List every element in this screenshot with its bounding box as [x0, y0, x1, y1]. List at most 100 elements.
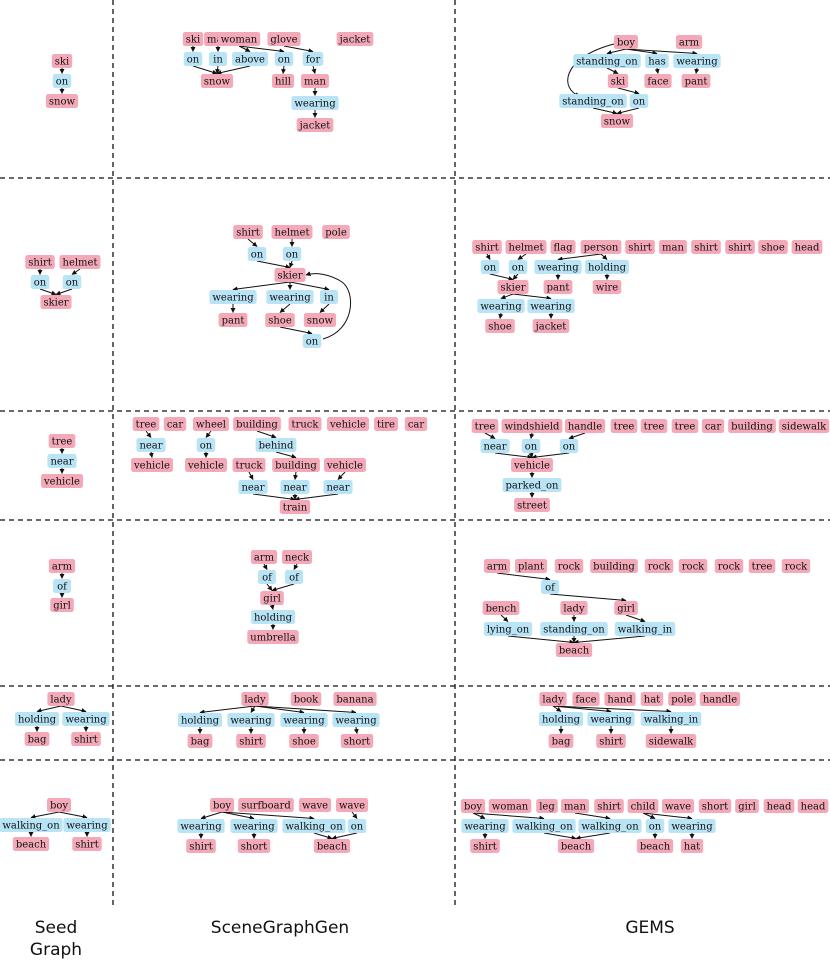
object-node: arm [250, 550, 278, 564]
node-box [763, 799, 795, 813]
node-label: of [57, 582, 68, 593]
object-node: skier [497, 280, 529, 294]
node-label: on [66, 278, 79, 289]
object-node: glove [267, 32, 301, 46]
relation-node: standing_on [540, 622, 608, 636]
node-box [604, 692, 636, 706]
object-node: tree [132, 417, 160, 431]
node-label: handle [703, 695, 737, 706]
object-node: shirt [691, 240, 721, 254]
node-label: wire [596, 283, 619, 294]
node-box [701, 419, 725, 433]
relation-node: has [645, 54, 669, 68]
column-header-3: GEMS [625, 918, 674, 938]
node-label: truck [236, 461, 264, 472]
node-label: standing_on [576, 57, 638, 68]
nodes: skimanwomanglovejacketoninaboveonforsnow… [182, 32, 374, 132]
object-node: beach [313, 839, 351, 853]
node-label: wearing [464, 822, 506, 833]
node-box [274, 268, 306, 282]
node-label: surfboard [241, 801, 291, 812]
relation-node: on [274, 52, 294, 66]
node-label: near [326, 483, 349, 494]
node-label: vehicle [329, 420, 366, 431]
node-label: holding [542, 715, 581, 726]
node-label: walking_on [581, 822, 639, 833]
node-label: train [283, 503, 308, 514]
object-node: person [580, 240, 622, 254]
node-box [483, 559, 511, 573]
node-label: umbrella [250, 633, 295, 644]
edges [198, 811, 358, 840]
object-node: building [728, 419, 776, 433]
edge-arrow [289, 281, 330, 292]
node-label: shirt [75, 840, 99, 851]
object-node: shirt [725, 240, 755, 254]
node-box [131, 458, 173, 472]
object-node: umbrella [247, 630, 299, 644]
object-node: shirt [596, 734, 626, 748]
edge-arrow [617, 87, 640, 95]
edge-arrow [552, 705, 562, 712]
node-box [781, 559, 811, 573]
object-node: tree [671, 419, 699, 433]
node-label: arm [52, 562, 73, 573]
relation-node: walking_in [614, 622, 676, 636]
node-label: skier [43, 298, 68, 309]
node-box [274, 52, 294, 66]
edges [485, 253, 610, 319]
node-label: skier [500, 283, 525, 294]
node-label: head [795, 243, 820, 254]
object-node: beach [12, 837, 50, 851]
node-label: skier [277, 271, 302, 282]
node-label: holding [18, 715, 57, 726]
node-box [182, 32, 204, 46]
object-node: ski [182, 32, 204, 46]
node-box [25, 255, 55, 269]
node-box [63, 818, 111, 832]
object-node: helmet [59, 255, 101, 269]
object-node: pole [322, 225, 350, 239]
object-node: plant [514, 559, 548, 573]
object-node: tree [48, 434, 76, 448]
node-box [596, 734, 626, 748]
node-label: wearing [66, 821, 108, 832]
node-box [62, 275, 82, 289]
node-box [681, 74, 711, 88]
object-node: shirt [233, 225, 263, 239]
node-box [177, 819, 225, 833]
object-node: helmet [271, 225, 313, 239]
node-box [521, 439, 541, 453]
object-node: tree [748, 559, 776, 573]
edge-arrow [58, 811, 88, 820]
object-node: tire [374, 417, 398, 431]
node-label: rock [785, 562, 808, 573]
node-label: woman [492, 802, 529, 813]
object-node: windshield [501, 419, 563, 433]
node-label: tree [475, 422, 496, 433]
object-node: handle [564, 419, 606, 433]
edge-arrow [192, 65, 218, 75]
object-node: woman [488, 799, 532, 813]
node-box [540, 622, 608, 636]
edge-arrow [60, 705, 87, 713]
node-box [41, 474, 83, 488]
object-node: short [340, 734, 374, 748]
node-box [52, 74, 72, 88]
edge-arrow [606, 67, 619, 74]
edge-arrow [694, 67, 700, 74]
node-label: vehicle [43, 477, 80, 488]
node-label: shirt [475, 243, 499, 254]
node-box [185, 458, 227, 472]
object-node: vehicle [41, 474, 83, 488]
edge-arrow [337, 471, 346, 480]
object-node: banana [333, 692, 377, 706]
relation-node: walking_on [578, 819, 642, 833]
object-node: wheel [192, 417, 230, 431]
object-node: hat [640, 692, 664, 706]
